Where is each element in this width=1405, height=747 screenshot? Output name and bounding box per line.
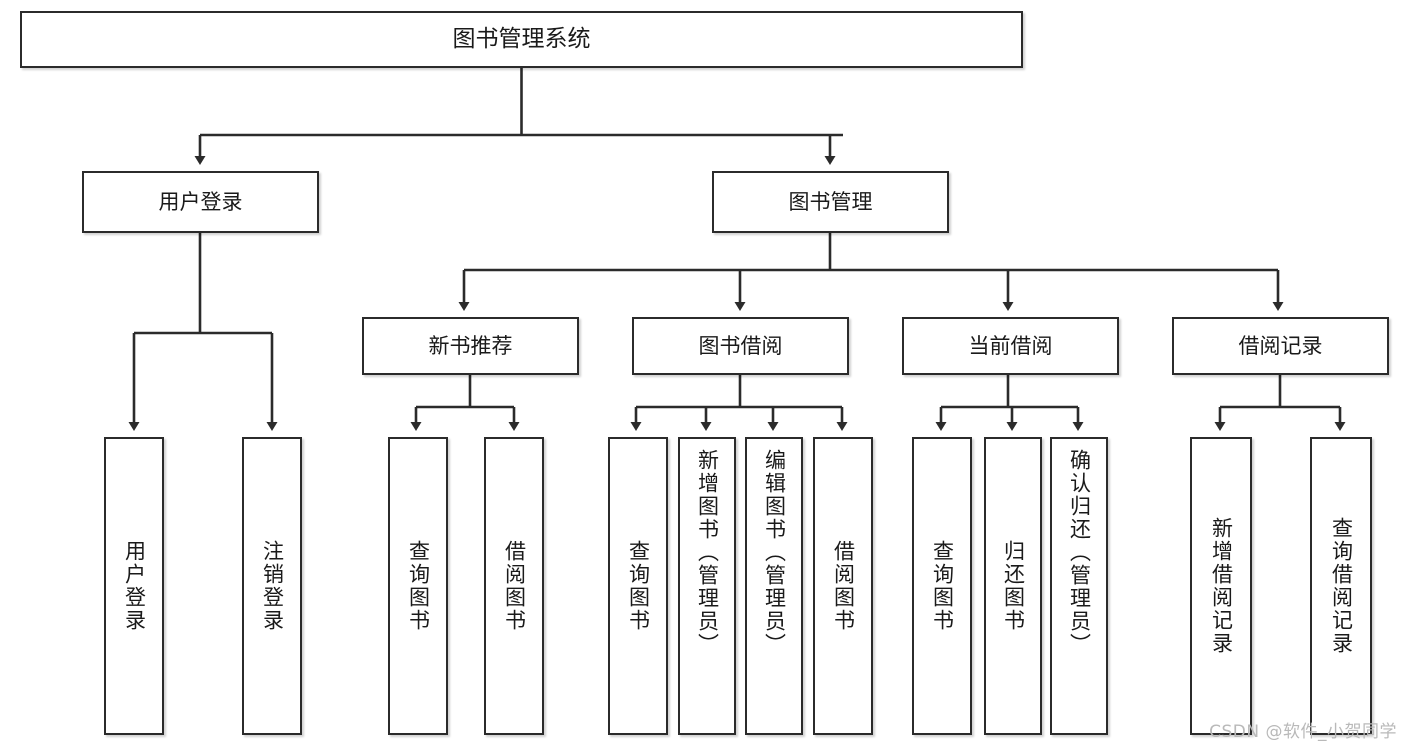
leaf-add-borrow-record-label: 新增借阅记录 <box>1209 517 1234 655</box>
leaf-add-book-label: 新增图书（管理员） <box>695 449 720 656</box>
leaf-query-book-2[interactable]: 查询图书 <box>608 437 668 735</box>
leaf-logout-login[interactable]: 注销登录 <box>242 437 302 735</box>
leaf-return-book[interactable]: 归还图书 <box>984 437 1042 735</box>
node-root-label: 图书管理系统 <box>452 25 591 52</box>
leaf-user-login-label: 用户登录 <box>122 540 147 632</box>
leaf-confirm-return[interactable]: 确认归还（管理员） <box>1050 437 1108 735</box>
leaf-borrow-book-1[interactable]: 借阅图书 <box>484 437 544 735</box>
leaf-query-book-3[interactable]: 查询图书 <box>912 437 972 735</box>
node-user-login[interactable]: 用户登录 <box>82 171 319 233</box>
leaf-query-book-2-label: 查询图书 <box>626 540 651 632</box>
leaf-return-book-label: 归还图书 <box>1001 540 1026 632</box>
node-book-manage-label: 图书管理 <box>788 189 873 214</box>
leaf-query-borrow-record[interactable]: 查询借阅记录 <box>1310 437 1372 735</box>
leaf-borrow-book-2-label: 借阅图书 <box>831 540 856 632</box>
watermark: CSDN @软件_小贺同学 <box>1209 722 1397 742</box>
leaf-query-borrow-record-label: 查询借阅记录 <box>1329 517 1354 655</box>
node-user-login-label: 用户登录 <box>158 189 243 214</box>
leaf-logout-login-label: 注销登录 <box>260 540 285 632</box>
leaf-edit-book-label: 编辑图书（管理员） <box>762 449 787 656</box>
leaf-add-borrow-record[interactable]: 新增借阅记录 <box>1190 437 1252 735</box>
leaf-add-book[interactable]: 新增图书（管理员） <box>678 437 736 735</box>
leaf-edit-book[interactable]: 编辑图书（管理员） <box>745 437 803 735</box>
node-book-manage[interactable]: 图书管理 <box>712 171 949 233</box>
node-current-borrow[interactable]: 当前借阅 <box>902 317 1119 375</box>
node-book-borrow[interactable]: 图书借阅 <box>632 317 849 375</box>
node-current-borrow-label: 当前借阅 <box>968 333 1053 358</box>
node-borrow-record[interactable]: 借阅记录 <box>1172 317 1389 375</box>
node-book-borrow-label: 图书借阅 <box>698 333 783 358</box>
leaf-user-login[interactable]: 用户登录 <box>104 437 164 735</box>
leaf-query-book-1[interactable]: 查询图书 <box>388 437 448 735</box>
node-new-book-recommend-label: 新书推荐 <box>428 333 513 358</box>
leaf-confirm-return-label: 确认归还（管理员） <box>1067 449 1092 656</box>
leaf-query-book-3-label: 查询图书 <box>930 540 955 632</box>
leaf-borrow-book-1-label: 借阅图书 <box>502 540 527 632</box>
node-new-book-recommend[interactable]: 新书推荐 <box>362 317 579 375</box>
leaf-borrow-book-2[interactable]: 借阅图书 <box>813 437 873 735</box>
node-borrow-record-label: 借阅记录 <box>1238 333 1323 358</box>
node-root[interactable]: 图书管理系统 <box>20 11 1023 68</box>
leaf-query-book-1-label: 查询图书 <box>406 540 431 632</box>
